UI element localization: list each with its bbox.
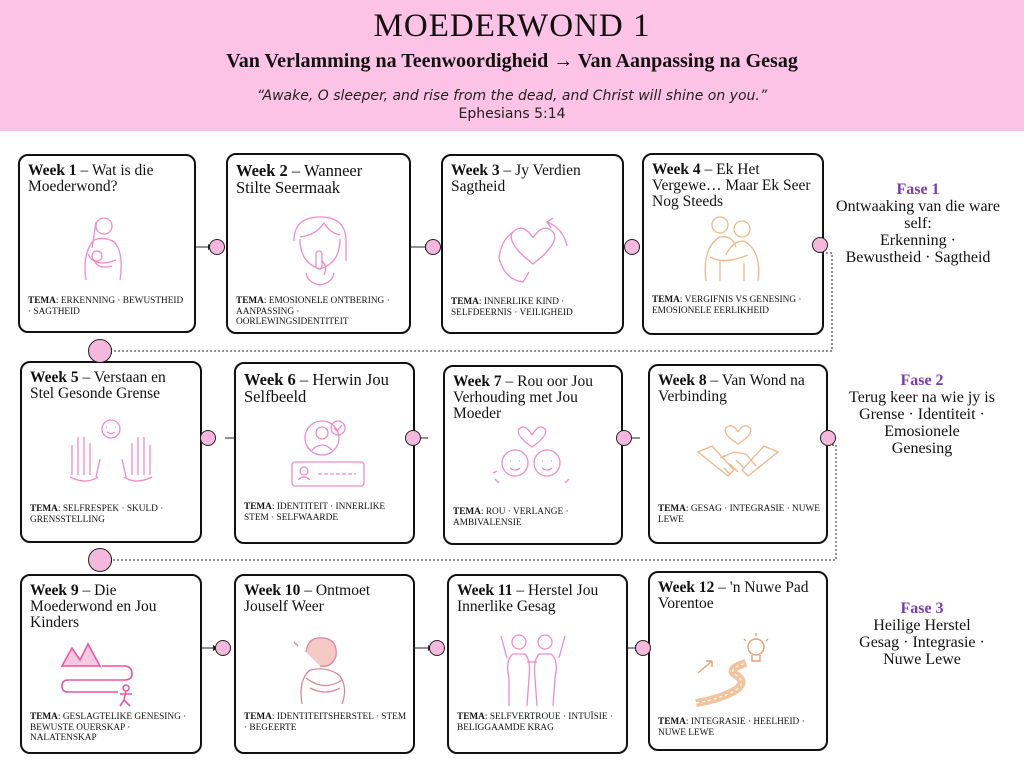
scripture-reference: Ephesians 5:14: [458, 106, 566, 122]
week-card-heading: Week 7 – Rou oor Jou Verhouding met Jou …: [453, 373, 593, 422]
connector-dot: [624, 239, 640, 255]
connector-dot: [635, 640, 651, 656]
week-card-heading: Week 11 – Herstel Jou Innerlike Gesag: [457, 582, 599, 615]
handshake-heart-icon: [696, 425, 780, 477]
connector-dot: [616, 430, 632, 446]
road-lightbulb-icon: [695, 633, 769, 707]
week-card-heading: Week 6 – Herwin Jou Selfbeeld: [244, 370, 389, 406]
week-theme: TEMA: Identiteitsherstel · Stem · Begeer…: [244, 712, 407, 733]
week-theme: TEMA: Identiteit · Innerlike stem · Self…: [244, 502, 386, 523]
id-card-icon: [291, 420, 365, 487]
page-title: MOEDERWOND 1: [373, 8, 651, 44]
week-card-6[interactable]: Week 6 – Herwin Jou Selfbeeld TEMA: Iden…: [234, 362, 415, 544]
week-theme: TEMA: Selfvertroue · Intuïsie · Beliggaa…: [457, 712, 613, 733]
week-card-1[interactable]: Week 1 – Wat is die Moederwond? TEMA: Er…: [18, 154, 196, 333]
phase-3-label: Fase 3 Heilige Herstel Gesag · Integrasi…: [832, 600, 1012, 668]
week-card-heading: Week 10 – Ontmoet Jouself Weer: [244, 582, 371, 615]
week-card-heading: Week 2 – Wanneer Stilte Seermaak: [236, 161, 363, 197]
week-card-heading: Week 12 – 'n Nuwe Pad Vorentoe: [658, 579, 809, 612]
connector-dot: [88, 548, 112, 572]
phase-title: Fase 3: [900, 600, 944, 617]
connector-dot: [405, 430, 421, 446]
week-card-5[interactable]: Week 5 – Verstaan en Stel Gesonde Grense…: [20, 361, 202, 543]
two-figures-icon: [500, 634, 566, 707]
week-theme: TEMA: Emosionele ontbering · Aanpassing …: [236, 296, 390, 327]
two-faces-heart-icon: [492, 426, 570, 484]
week-theme: TEMA: Rou · Verlange · Ambivalensie: [453, 507, 569, 528]
week-card-11[interactable]: Week 11 – Herstel Jou Innerlike Gesag TE…: [447, 574, 628, 754]
phase-line: Emosionele: [884, 423, 960, 440]
connector-dot: [209, 239, 225, 255]
phase-line: Erkenning ·: [880, 232, 956, 249]
week-card-4[interactable]: Week 4 – Ek Het Vergewe… Maar Ek Seer No…: [642, 153, 824, 335]
mother-child-icon: [84, 217, 122, 281]
phase-line: Ontwaaking van die ware self:: [836, 198, 1000, 232]
header-banner: MOEDERWOND 1 Van Verlamming na Teenwoord…: [0, 0, 1024, 131]
phase-line: Genesing: [891, 440, 953, 457]
connector-dot: [820, 430, 836, 446]
connector-dot: [200, 430, 216, 446]
silence-face-icon: [293, 216, 347, 286]
week-theme: TEMA: Erkenning · Bewustheid · Sagtheid: [28, 296, 184, 317]
week-card-3[interactable]: Week 3 – Jy Verdien Sagtheid TEMA: Inner…: [441, 154, 624, 334]
page-subtitle: Van Verlamming na Teenwoordigheid → Van …: [226, 50, 798, 72]
week-theme: TEMA: Geslagtelike genesing · Bewuste ou…: [30, 712, 187, 743]
week-card-heading: Week 8 – Van Wond na Verbinding: [658, 372, 805, 405]
heart-hands-icon: [498, 217, 568, 283]
week-card-2[interactable]: Week 2 – Wanneer Stilte Seermaak TEMA: E…: [226, 153, 411, 334]
connector-dot: [425, 239, 441, 255]
phase-title: Fase 1: [896, 181, 940, 198]
week-theme: TEMA: Vergifnis vs genesing · Emosionele…: [652, 295, 802, 316]
boundary-hands-icon: [69, 419, 153, 482]
week-theme: TEMA: Integrasie · Heelheid · Nuwe lewe: [658, 717, 805, 738]
week-theme: TEMA: Innerlike kind · Selfdeernis · Vei…: [451, 297, 573, 318]
connector-dot: [88, 339, 112, 363]
phase-line: Nuwe Lewe: [883, 651, 961, 668]
week-card-9[interactable]: Week 9 – Die Moederwond en Jou Kinders T…: [20, 574, 202, 754]
connector-dot: [429, 640, 445, 656]
phase-line: Grense · Identiteit ·: [859, 406, 985, 423]
week-theme: TEMA: Selfrespek · Skuld · Grensstelling: [30, 504, 164, 525]
week-card-10[interactable]: Week 10 – Ontmoet Jouself Weer TEMA: Ide…: [234, 574, 415, 754]
week-card-8[interactable]: Week 8 – Van Wond na Verbinding TEMA: Ge…: [648, 364, 828, 544]
phase-1-label: Fase 1 Ontwaaking van die ware self: Erk…: [828, 181, 1008, 266]
week-card-7[interactable]: Week 7 – Rou oor Jou Verhouding met Jou …: [443, 365, 623, 545]
phase-title: Fase 2: [900, 372, 944, 389]
week-card-heading: Week 4 – Ek Het Vergewe… Maar Ek Seer No…: [652, 161, 811, 210]
phase-line: Bewustheid · Sagtheid: [845, 249, 991, 266]
week-card-heading: Week 3 – Jy Verdien Sagtheid: [451, 162, 581, 195]
phase-line: Heilige Herstel: [873, 617, 971, 634]
week-card-heading: Week 1 – Wat is die Moederwond?: [28, 162, 154, 195]
path-journey-icon: [60, 642, 133, 707]
connector-dot: [215, 640, 231, 656]
self-hug-icon: [293, 637, 346, 705]
week-card-12[interactable]: Week 12 – 'n Nuwe Pad Vorentoe TEMA: Int…: [648, 571, 828, 751]
phase-line: Gesag · Integrasie ·: [859, 634, 985, 651]
connector-dot: [812, 237, 828, 253]
week-theme: TEMA: Gesag · Integrasie · Nuwe lewe: [658, 504, 820, 525]
phase-line: Terug keer na wie jy is: [849, 389, 995, 406]
scripture-quote: “Awake, O sleeper, and rise from the dea…: [256, 88, 768, 104]
week-card-heading: Week 5 – Verstaan en Stel Gesonde Grense: [30, 369, 166, 402]
phase-2-label: Fase 2 Terug keer na wie jy is Grense · …: [832, 372, 1012, 457]
embrace-icon: [704, 216, 760, 282]
week-card-heading: Week 9 – Die Moederwond en Jou Kinders: [30, 582, 157, 631]
